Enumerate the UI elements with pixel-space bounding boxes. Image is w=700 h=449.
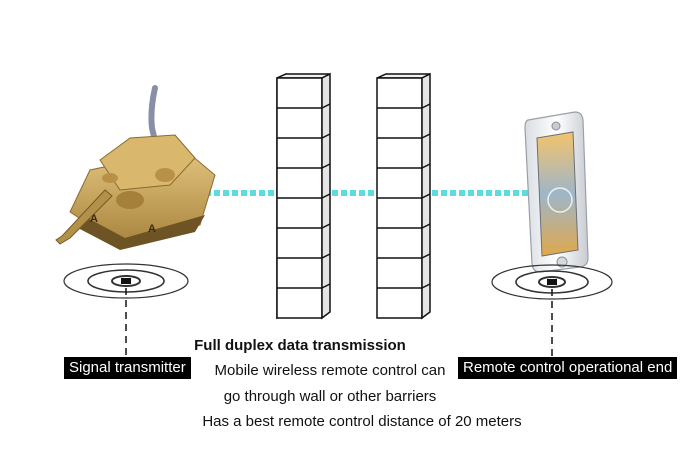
signal-transmitter-label: Signal transmitter (64, 357, 191, 379)
beam-dash (459, 190, 465, 196)
wall-brick-line (321, 193, 331, 199)
beam-dash (250, 190, 256, 196)
wall-brick-line (321, 133, 331, 139)
wall-barrier (276, 72, 331, 320)
caption-title: Full duplex data transmission (194, 337, 406, 354)
caption-line-3: Has a best remote control distance of 20… (202, 413, 522, 430)
beam-dash (268, 190, 274, 196)
wall-brick-line (321, 163, 331, 169)
beam-dash (214, 190, 220, 196)
beam-dash (441, 190, 447, 196)
wall-brick-line (321, 103, 331, 109)
wall-brick-line (321, 283, 331, 289)
beam-dash (341, 190, 347, 196)
caption-line-1: Mobile wireless remote control can (214, 362, 446, 379)
wall-brick-line (421, 193, 431, 199)
remote-control-end-label: Remote control operational end (458, 357, 678, 379)
beam-dash (259, 190, 265, 196)
caption-line-2: go through wall or other barriers (223, 388, 437, 405)
svg-text:A: A (148, 223, 156, 235)
smartphone-image (524, 111, 589, 273)
wall-brick-line (321, 253, 331, 259)
beam-dash (232, 190, 238, 196)
wall-brick-line (421, 283, 431, 289)
beam-dash (359, 190, 365, 196)
wall-brick-line (421, 253, 431, 259)
beam-dash (241, 190, 247, 196)
beam-dash (477, 190, 483, 196)
wall-brick-line (421, 103, 431, 109)
beam-dash (522, 190, 528, 196)
signal-beam (160, 190, 528, 196)
wall-brick-line (421, 163, 431, 169)
beam-dash (468, 190, 474, 196)
beam-dash (223, 190, 229, 196)
wall-brick-line (421, 223, 431, 229)
beam-dash (350, 190, 356, 196)
beam-dash (432, 190, 438, 196)
beam-dash (513, 190, 519, 196)
beam-dash (450, 190, 456, 196)
beam-dash (368, 190, 374, 196)
tank-image: A A (55, 85, 216, 250)
beam-dash (495, 190, 501, 196)
wall-brick-line (421, 133, 431, 139)
wall-barrier (376, 72, 431, 320)
svg-text:A: A (90, 213, 98, 225)
beam-dash (332, 190, 338, 196)
beam-dash (486, 190, 492, 196)
wall-brick-line (321, 223, 331, 229)
beam-dash (504, 190, 510, 196)
